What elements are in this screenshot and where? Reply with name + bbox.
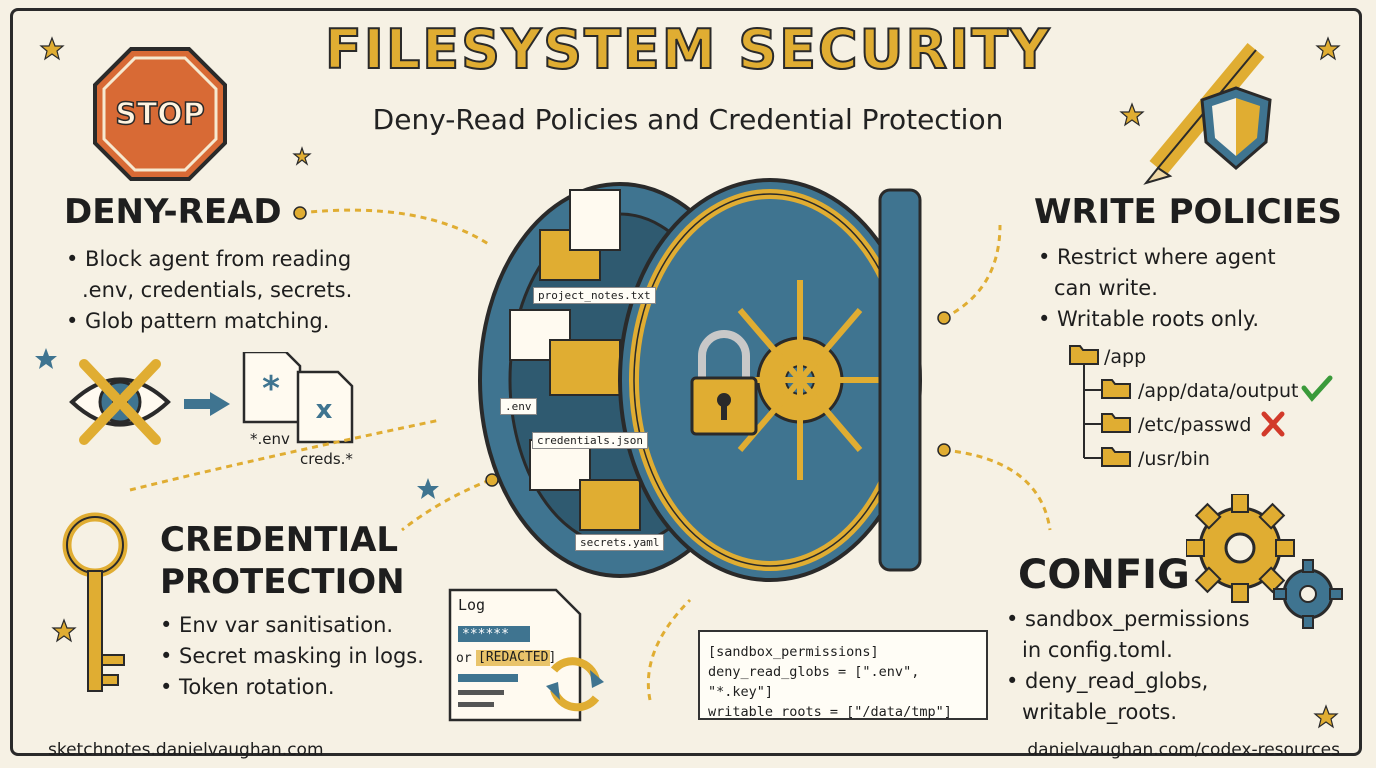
deny-read-bullet: • Glob pattern matching. [66,309,330,333]
write-policies-bullet: • Restrict where agent [1038,245,1276,269]
footer-left[interactable]: sketchnotes.danielvaughan.com [48,740,324,760]
folder-icon [1101,379,1131,399]
tree-item: /usr/bin [1138,448,1210,470]
config-bullets: • sandbox_permissions in config.toml. • … [1006,604,1250,728]
tree-item: /app/data/output [1138,380,1299,402]
config-bullet: writable_roots. [1022,700,1178,724]
folder-icon [1101,413,1131,433]
deny-read-heading: DENY-READ [64,192,282,232]
deny-read-bullet: .env, credentials, secrets. [82,278,353,302]
folder-icon [1069,345,1099,365]
directory-tree [1069,345,1333,467]
deny-read-bullet: • Block agent from reading [66,247,352,271]
gears-icon [1186,494,1343,629]
config-code-box: [sandbox_permissions] deny_read_globs = … [698,630,988,720]
credential-heading: CREDENTIAL [160,520,399,560]
deny-file-label: creds.* [300,450,353,468]
config-bullet: in config.toml. [1022,638,1173,662]
stop-sign-label: STOP [115,97,205,132]
deny-read-bullets: • Block agent from reading .env, credent… [66,244,352,337]
log-redacted: [REDACTED] [478,650,557,665]
config-heading: CONFIG [1018,552,1190,598]
padlock-icon [690,330,758,436]
credential-heading: PROTECTION [160,562,405,602]
credential-bullet: • Secret masking in logs. [160,644,424,668]
write-policies-heading: WRITE POLICIES [1034,192,1343,232]
stop-sign-icon: STOP [93,47,227,181]
folder-icon [509,189,641,531]
log-masked: ****** [462,627,509,642]
pencil-shield-icon [1143,42,1272,185]
log-title: Log [458,596,486,614]
cross-icon [1261,411,1285,437]
write-policies-bullets: • Restrict where agent can write. • Writ… [1038,242,1276,335]
credential-bullets: • Env var sanitisation. • Secret masking… [160,610,424,703]
page-subtitle: Deny-Read Policies and Credential Protec… [372,103,1004,136]
log-or: or [456,651,472,666]
footer-right[interactable]: danielvaughan.com/codex-resources [1027,740,1340,760]
write-policies-bullet: can write. [1054,276,1158,300]
write-policies-bullet: • Writable roots only. [1038,307,1260,331]
deny-read-illustration: * x [69,352,354,445]
folder-icon [1101,447,1131,467]
code-line: deny_read_globs = [".env", "*.key"] [708,664,920,700]
code-line: writable_roots = ["/data/tmp"] [708,704,952,720]
vault-file-label: project_notes.txt [533,287,656,304]
vault-illustration [478,178,922,582]
check-icon [1301,375,1333,402]
log-document-icon [448,588,604,722]
vault-file-label: .env [500,398,537,415]
vault-file-label: secrets.yaml [575,534,665,551]
code-line: [sandbox_permissions] [708,644,879,660]
credential-bullet: • Token rotation. [160,675,335,699]
svg-text:*: * [262,369,280,409]
vault-file-label: credentials.json [532,432,648,449]
config-bullet: • sandbox_permissions [1006,607,1250,631]
deny-file-label: *.env [250,430,290,448]
tree-item: /app [1104,346,1147,368]
key-icon [62,512,128,692]
page-frame [10,8,1362,756]
arrow-right-icon [184,392,230,416]
svg-text:x: x [316,395,333,425]
rotate-icon [546,657,604,712]
config-bullet: • deny_read_globs, [1006,669,1209,693]
file-x-icon: x [296,370,354,444]
crossed-eye-icon [69,359,171,445]
page-title: FILESYSTEM SECURITY [324,17,1052,82]
tree-item: /etc/passwd [1138,414,1252,436]
file-asterisk-icon: * [242,352,302,424]
credential-bullet: • Env var sanitisation. [160,613,394,637]
